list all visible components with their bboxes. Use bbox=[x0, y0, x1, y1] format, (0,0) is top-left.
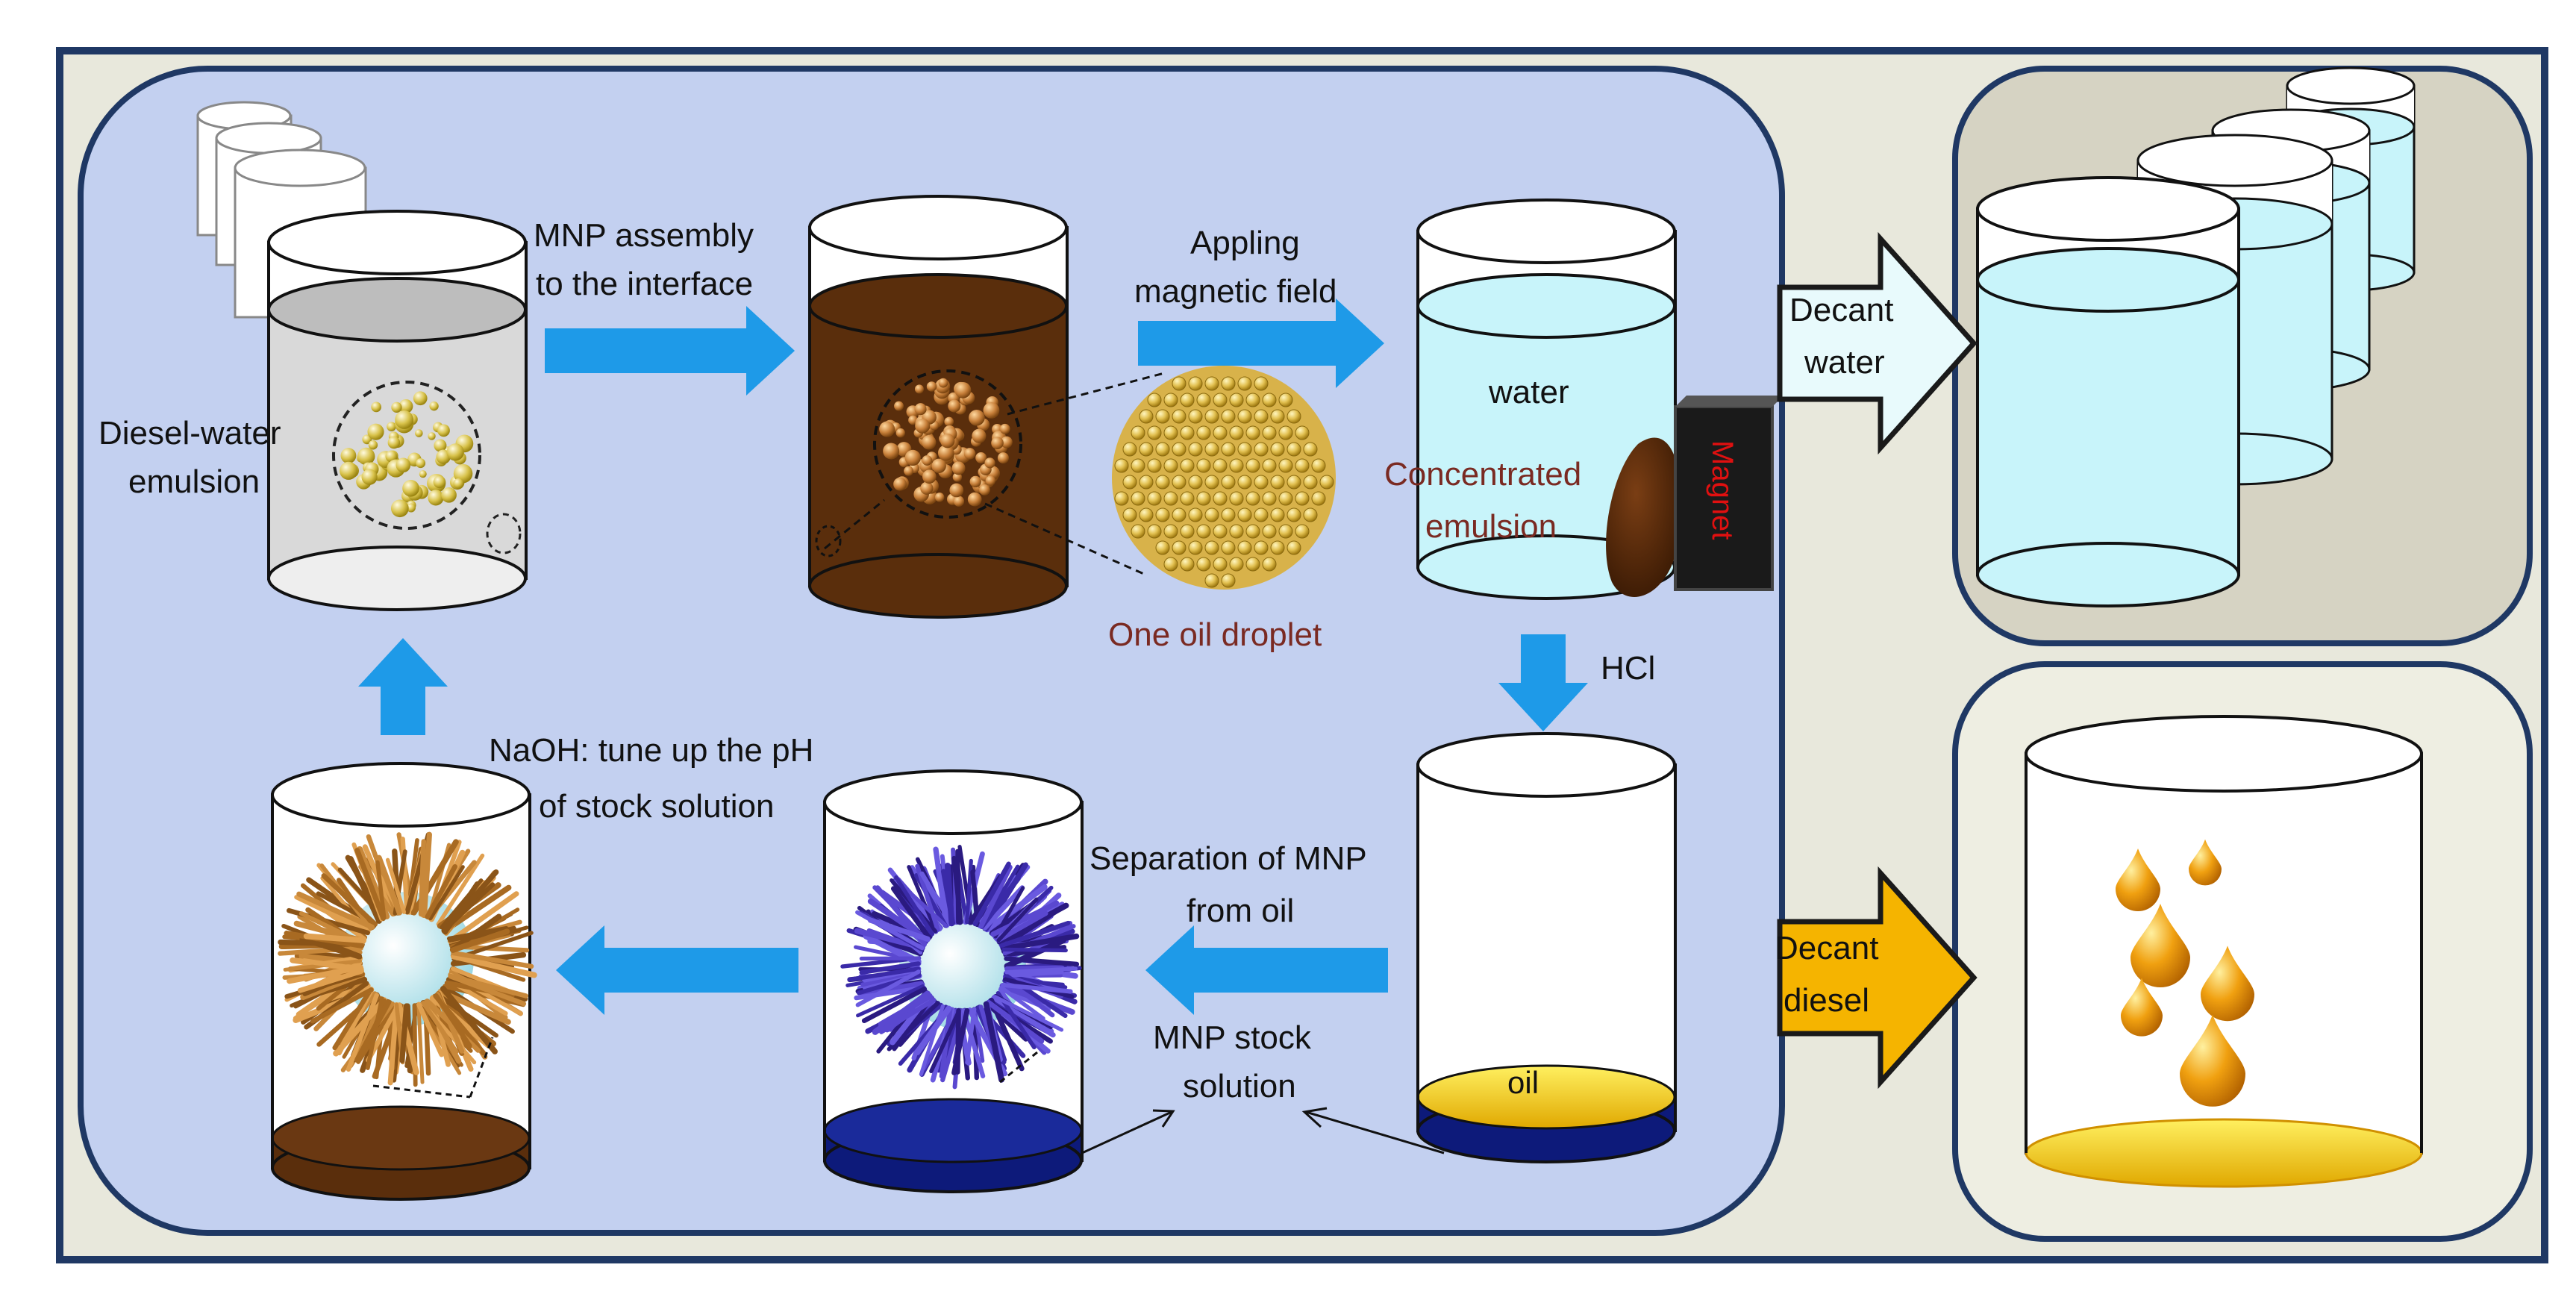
label-decant-water-2: water bbox=[1804, 344, 1885, 381]
arrow-hcl bbox=[1498, 634, 1588, 731]
label-mnp-assembly-1: MNP assembly bbox=[534, 217, 754, 254]
arrow-naoh bbox=[556, 925, 798, 1015]
label-decant-diesel-2: diesel bbox=[1783, 982, 1869, 1019]
label-diesel-water-2: emulsion bbox=[128, 463, 260, 500]
label-one-oil-droplet: One oil droplet bbox=[1108, 616, 1322, 653]
arrows bbox=[358, 231, 1978, 1154]
arrow-decant-diesel bbox=[1777, 866, 1978, 1090]
label-stock-1: MNP stock bbox=[1153, 1019, 1312, 1056]
label-applying-2: magnetic field bbox=[1134, 273, 1337, 310]
label-oil: oil bbox=[1507, 1065, 1539, 1100]
label-hcl: HCl bbox=[1601, 650, 1655, 687]
label-mnp-assembly-2: to the interface bbox=[536, 266, 753, 302]
water-cylinder-stack bbox=[1976, 66, 2416, 607]
label-separation-1: Separation of MNP bbox=[1090, 840, 1367, 877]
magnet-block bbox=[1674, 396, 1783, 591]
label-separation-2: from oil bbox=[1187, 893, 1294, 929]
label-concentrated-2: emulsion bbox=[1425, 508, 1557, 545]
cylinder-stock bbox=[823, 769, 1084, 1193]
cylinder-naoh bbox=[271, 762, 537, 1201]
arrow-up bbox=[358, 638, 448, 735]
label-decant-diesel-1: Decant bbox=[1775, 930, 1878, 966]
cylinder-magnet bbox=[1416, 199, 1681, 600]
diesel-cylinder bbox=[2025, 715, 2423, 1188]
label-concentrated-1: Concentrated bbox=[1384, 456, 1581, 493]
arrow-decant-water bbox=[1777, 231, 1978, 455]
cylinder-oil bbox=[1416, 732, 1677, 1163]
label-magnet: Magnet bbox=[1706, 440, 1739, 540]
arrow-magnetic bbox=[1138, 299, 1384, 388]
cylinder-mnp-assembly bbox=[808, 195, 1165, 619]
oil-droplet-sphere bbox=[1112, 366, 1336, 590]
label-naoh-1: NaOH: tune up the pH bbox=[489, 732, 813, 769]
label-stock-2: solution bbox=[1183, 1068, 1296, 1104]
label-diesel-water-1: Diesel-water bbox=[99, 415, 281, 451]
arrow-separation bbox=[1145, 925, 1388, 1015]
label-applying-1: Appling bbox=[1190, 225, 1300, 261]
label-water: water bbox=[1488, 374, 1569, 410]
cylinder-emulsion bbox=[267, 210, 528, 611]
arrow-assembly bbox=[545, 306, 795, 396]
label-decant-water-1: Decant bbox=[1789, 292, 1893, 328]
label-naoh-2: of stock solution bbox=[539, 788, 775, 825]
